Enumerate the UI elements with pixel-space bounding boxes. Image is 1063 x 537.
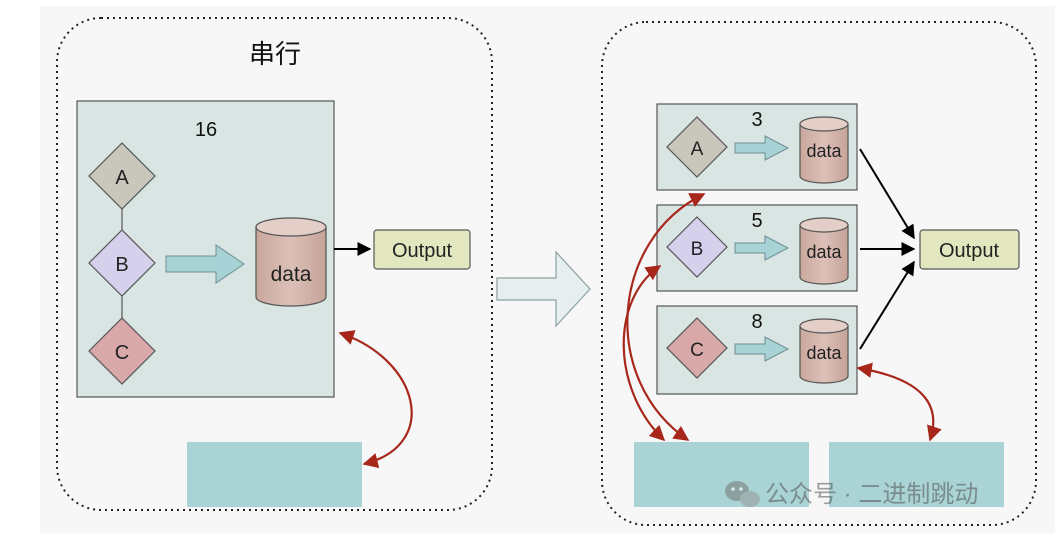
storage-label: data xyxy=(271,263,312,286)
watermark: 公众号 · 二进制跳动 xyxy=(725,481,978,508)
serial-title: 串行 xyxy=(249,39,301,69)
row-c-arrow xyxy=(734,336,790,362)
blurred-placeholder-panel xyxy=(187,442,362,507)
parallel-output-label: Output xyxy=(939,240,999,262)
transition-arrow xyxy=(496,250,591,328)
node-c-label: C xyxy=(115,342,129,364)
node-a-label: A xyxy=(115,167,129,189)
parallel-row-b: 5 B data xyxy=(656,204,858,292)
storage-cylinder: data xyxy=(255,217,327,307)
parallel-placeholder-panel-right xyxy=(829,442,1004,507)
parallel-placeholder-panel-left xyxy=(634,442,809,507)
transfer-arrow xyxy=(165,244,245,284)
row-b-storage-label: data xyxy=(806,242,842,262)
row-a-cylinder xyxy=(799,123,849,184)
row-c-number: 8 xyxy=(751,311,762,333)
row-b-cylinder-top xyxy=(799,217,849,233)
output-label: Output xyxy=(392,240,452,262)
row-b-cylinder xyxy=(799,224,849,285)
row-a-storage-label: data xyxy=(806,141,842,161)
row-a-number: 3 xyxy=(751,109,762,131)
parallel-row-a: 3 A data xyxy=(656,103,858,191)
row-b-node-label: B xyxy=(691,239,704,260)
row-c-node-label: C xyxy=(690,340,704,361)
red-curve-b xyxy=(622,265,666,442)
wechat-icon xyxy=(725,481,760,507)
node-b-diamond: B xyxy=(88,229,156,297)
row-a-to-output-arrow xyxy=(859,148,915,240)
output-box xyxy=(373,229,471,270)
serial-panel: 串行 16 A B C data Output xyxy=(56,17,493,511)
node-c-diamond: C xyxy=(88,317,156,385)
parallel-panel: 3 A data 5 B data 8 C xyxy=(601,21,1037,526)
row-a-diamond xyxy=(666,116,728,178)
row-a-arrow xyxy=(734,135,790,161)
serial-dotted-boundary xyxy=(56,17,493,511)
parallel-row-c: 8 C data xyxy=(656,305,858,395)
node-b-label: B xyxy=(115,254,128,276)
red-curve-c xyxy=(856,362,942,442)
row-c-to-output-arrow xyxy=(859,260,915,350)
serial-block-number: 16 xyxy=(195,119,217,141)
watermark-text: 公众号 · 二进制跳动 xyxy=(765,481,978,508)
row-b-arrow xyxy=(734,235,790,261)
row-a-node-label: A xyxy=(691,139,704,160)
node-a-diamond: A xyxy=(88,142,156,210)
row-c-cylinder xyxy=(799,325,849,384)
row-c-storage-label: data xyxy=(806,343,842,363)
row-b-number: 5 xyxy=(751,210,762,232)
parallel-output-box xyxy=(919,229,1020,270)
row-a-cylinder-top xyxy=(799,116,849,132)
red-curved-arrow xyxy=(338,330,413,469)
row-c-cylinder-top xyxy=(799,318,849,334)
